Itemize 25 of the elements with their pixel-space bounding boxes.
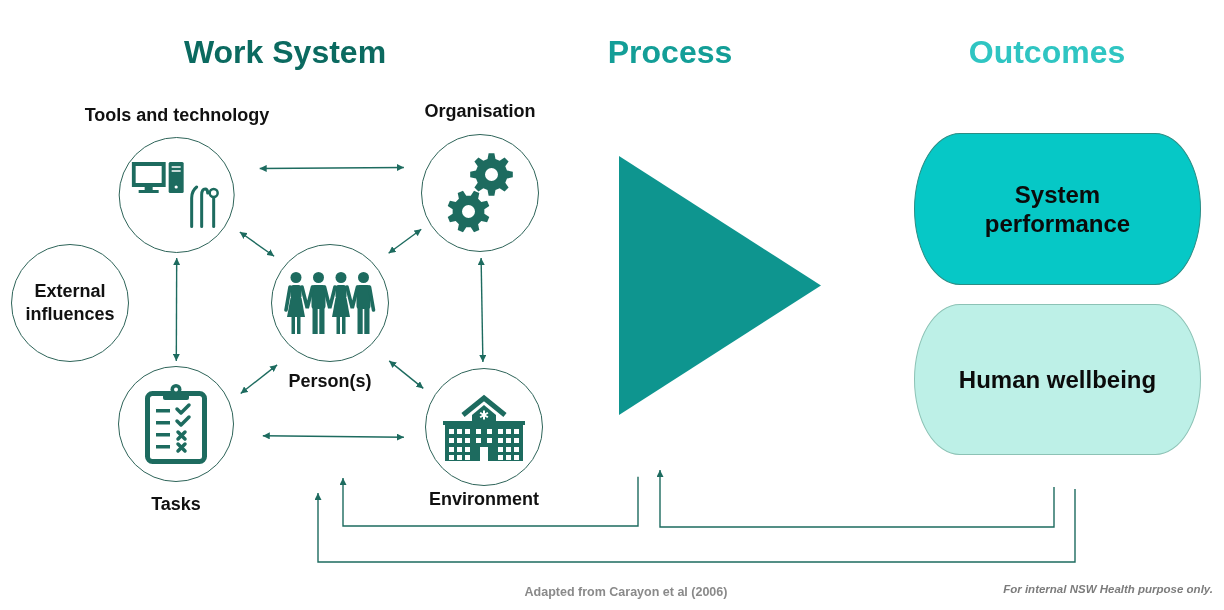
double-headed-arrow	[172, 257, 181, 362]
feedback-arrow	[314, 488, 1076, 563]
node-label: External influences	[24, 280, 116, 326]
double-headed-arrow	[239, 231, 275, 257]
double-headed-arrow	[477, 257, 487, 363]
node-label: Human wellbeing	[957, 365, 1158, 394]
double-headed-arrow	[387, 228, 422, 254]
triangle-shape	[619, 156, 821, 415]
feedback-arrow	[339, 476, 639, 527]
node-label: Environment	[429, 488, 539, 510]
column-heading: Outcomes	[968, 33, 1126, 71]
column-heading: Work System	[183, 33, 387, 71]
node-label: Tools and technology	[84, 104, 270, 126]
node-label: Person(s)	[288, 370, 372, 392]
node-label: Organisation	[424, 100, 536, 122]
node-label: System performance	[983, 180, 1132, 238]
double-headed-arrow	[262, 432, 405, 441]
double-headed-arrow	[388, 360, 424, 390]
disclaimer-note: For internal NSW Health purpose only.	[1003, 582, 1213, 597]
column-heading: Process	[607, 33, 733, 71]
double-headed-arrow	[240, 364, 278, 395]
feedback-arrow	[656, 469, 1055, 528]
double-headed-arrow	[259, 164, 405, 172]
source-note: Adapted from Carayon et al (2006)	[524, 584, 728, 600]
node-label: Tasks	[151, 493, 201, 515]
